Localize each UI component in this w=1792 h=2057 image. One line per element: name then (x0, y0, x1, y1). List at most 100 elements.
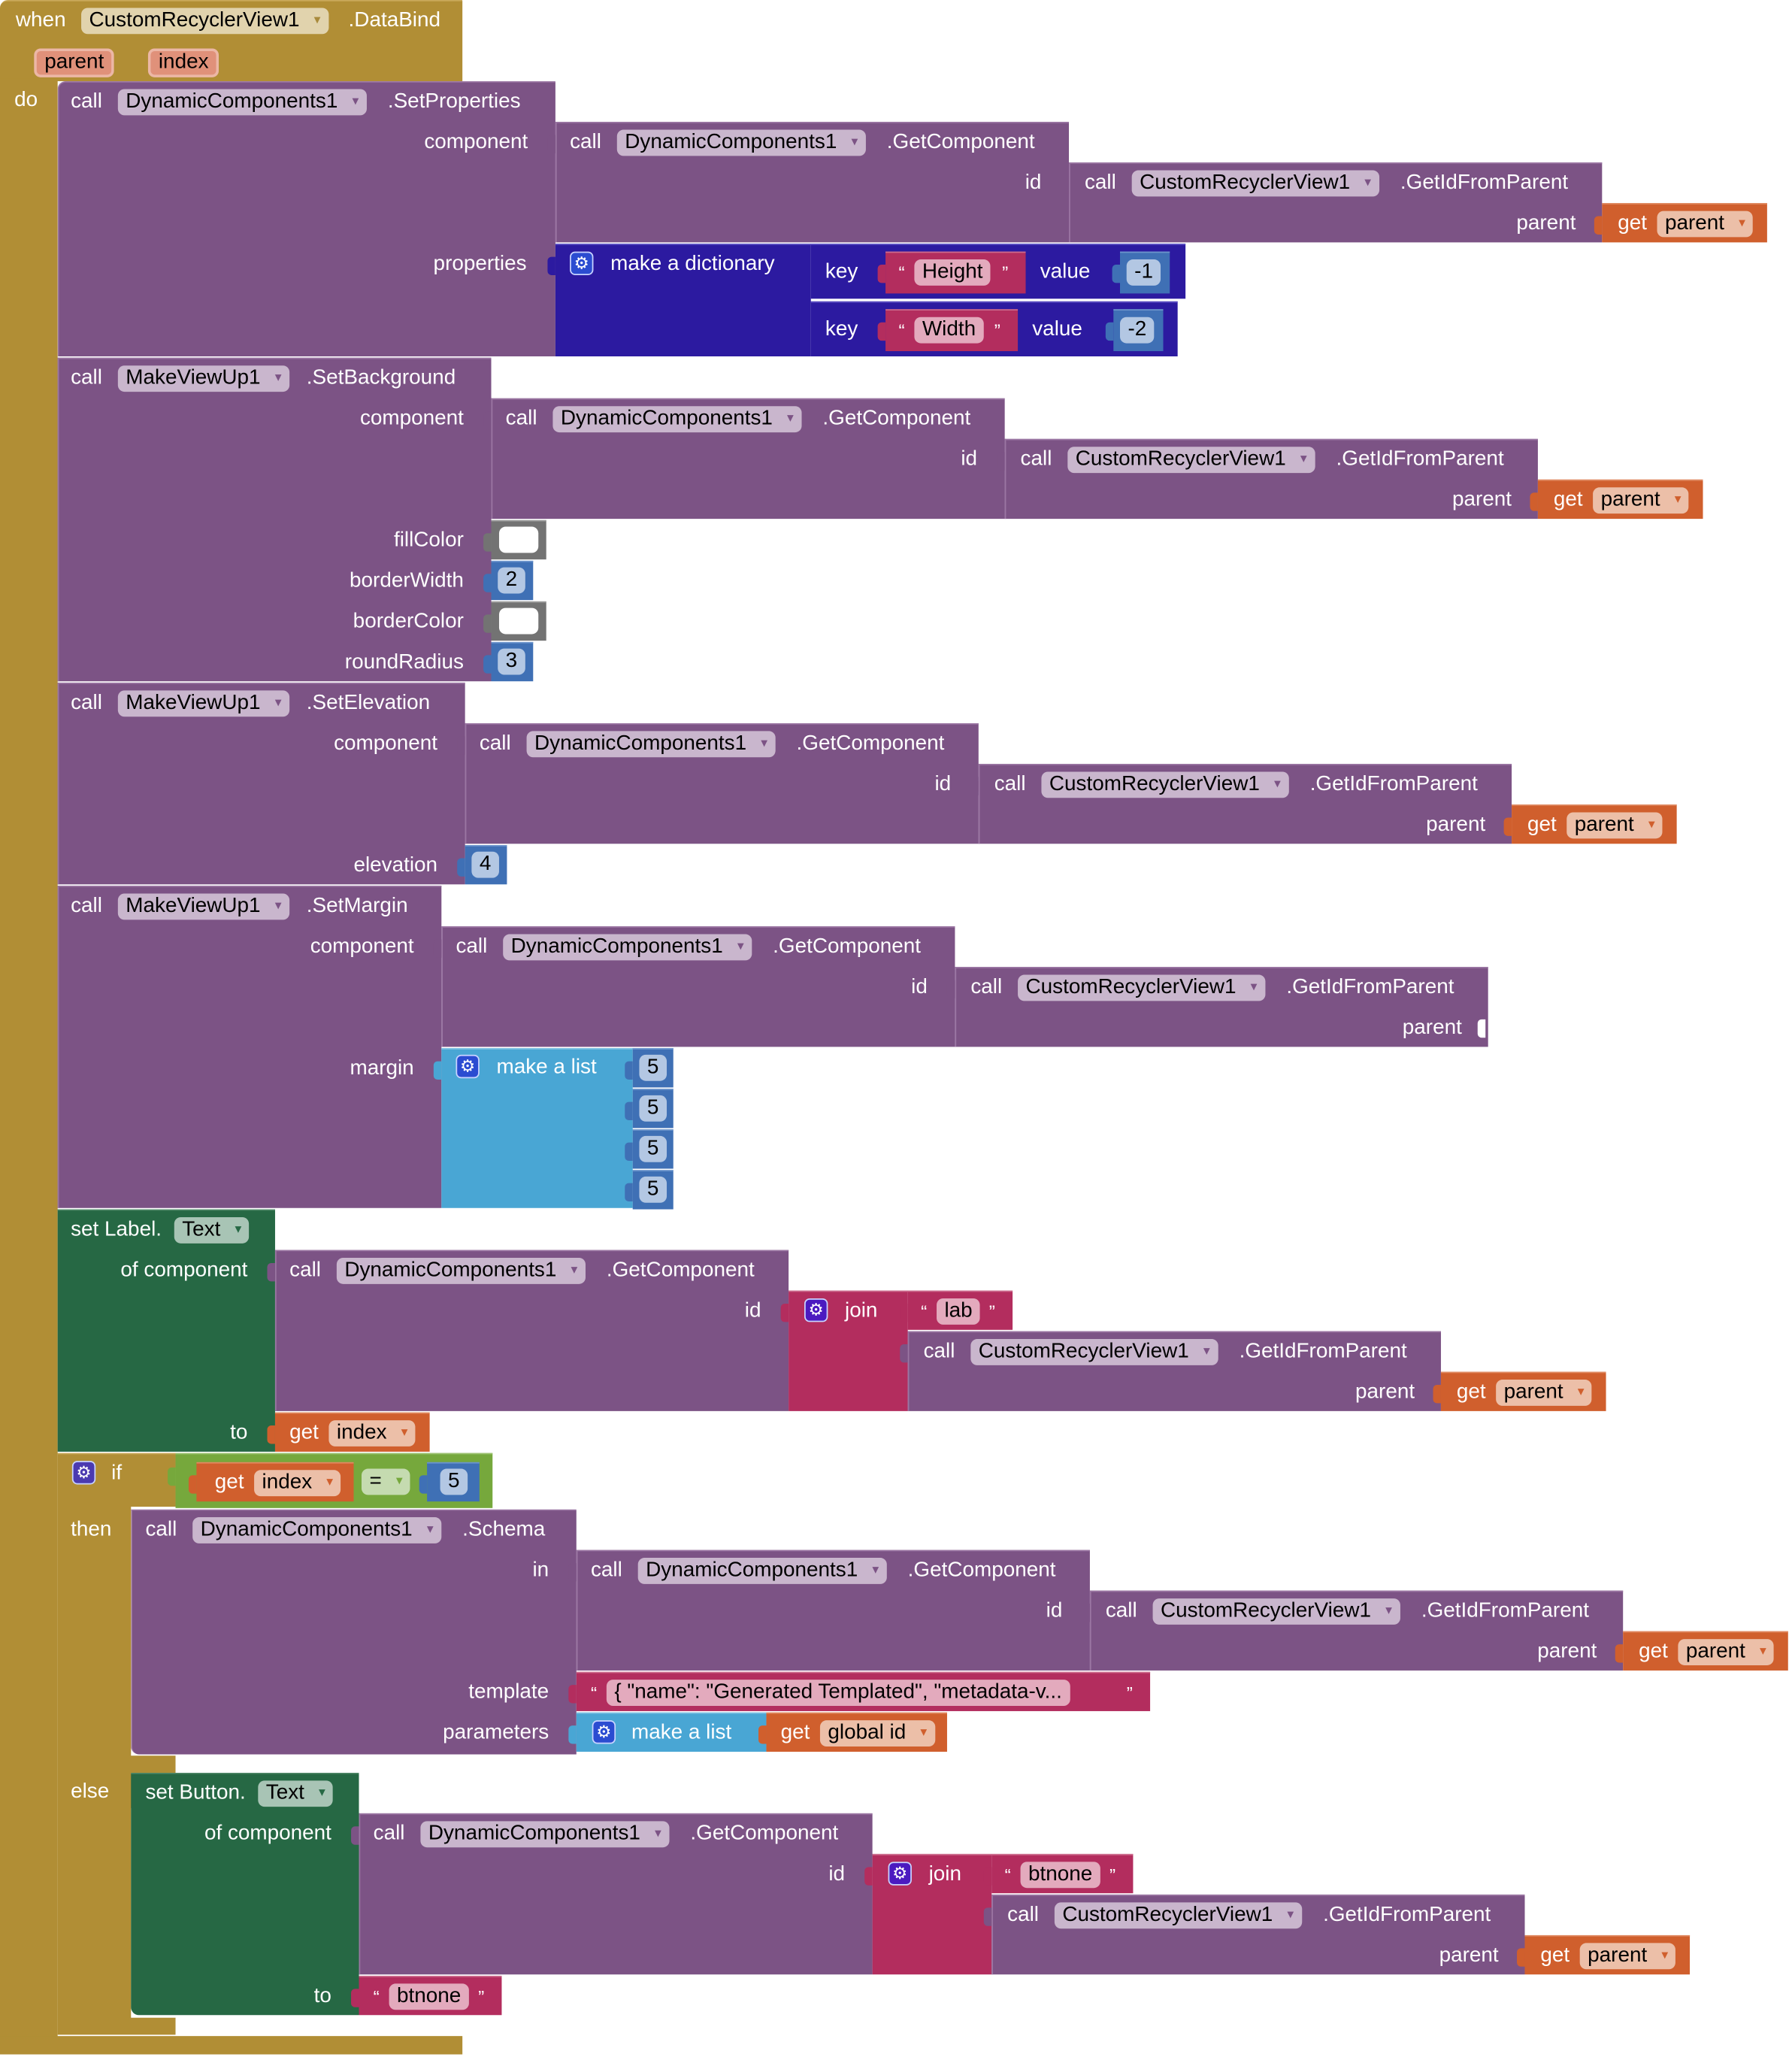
text-value[interactable]: Height (914, 259, 991, 286)
socket-connector-icon (1082, 1604, 1090, 1622)
variable-dropdown[interactable]: parent▾ (1566, 812, 1663, 839)
property-dropdown[interactable]: Text▾ (258, 1780, 334, 1807)
close-quote-icon: ” (478, 1986, 485, 2007)
component-dropdown[interactable]: MakeViewUp1▾ (117, 893, 289, 920)
set-properties-block[interactable] (57, 81, 555, 357)
variable-dropdown[interactable]: parent▾ (1678, 1639, 1775, 1665)
component-dropdown[interactable]: MakeViewUp1▾ (117, 690, 289, 717)
make-dictionary-block[interactable] (555, 244, 811, 357)
text-value[interactable]: Width (914, 317, 984, 344)
get-label: get (1618, 212, 1647, 235)
get-label: get (1456, 1380, 1486, 1404)
mutator-gear-icon[interactable]: ⚙ (570, 251, 594, 275)
margin-value[interactable]: 5 (639, 1095, 667, 1122)
component-dropdown[interactable]: CustomRecyclerView1▾ (970, 1339, 1218, 1365)
elevation-label: elevation (353, 854, 438, 877)
margin-value[interactable]: 5 (639, 1176, 667, 1203)
component-dropdown[interactable]: DynamicComponents1▾ (336, 1257, 586, 1284)
value-label: value (1032, 318, 1082, 341)
mutator-gear-icon[interactable]: ⚙ (592, 1720, 616, 1744)
set-margin-block[interactable] (57, 886, 442, 1208)
chevron-down-icon: ▾ (1300, 452, 1307, 467)
component-dropdown[interactable]: DynamicComponents1▾ (526, 731, 776, 758)
method-name: .Schema (462, 1518, 546, 1541)
variable-dropdown[interactable]: parent▾ (1496, 1380, 1593, 1406)
round-radius-value[interactable]: 3 (498, 648, 525, 675)
component-dropdown[interactable]: DynamicComponents1▾ (503, 934, 752, 961)
chevron-down-icon: ▾ (426, 1522, 434, 1537)
component-dropdown[interactable]: CustomRecyclerView1▾ (1054, 1902, 1302, 1929)
param-index[interactable]: index (147, 48, 219, 77)
component-dropdown[interactable]: DynamicComponents1▾ (552, 406, 802, 433)
number-value[interactable]: -2 (1119, 317, 1155, 344)
socket-connector-icon (568, 1685, 577, 1704)
component-dropdown[interactable]: DynamicComponents1▾ (637, 1558, 887, 1584)
variable-dropdown[interactable]: global id▾ (819, 1720, 935, 1747)
schema-block[interactable] (131, 1509, 577, 1755)
mutator-gear-icon[interactable]: ⚙ (804, 1298, 828, 1322)
method-name: .GetComponent (822, 407, 971, 430)
variable-dropdown[interactable]: parent▾ (1579, 1943, 1676, 1970)
text-value[interactable]: btnone (389, 1983, 469, 2010)
text-value[interactable]: btnone (1020, 1862, 1100, 1889)
border-width-value[interactable]: 2 (498, 567, 525, 594)
event-component-dropdown[interactable]: CustomRecyclerView1 ▾ (81, 8, 328, 35)
operator-dropdown[interactable]: =▾ (361, 1468, 411, 1495)
component-dropdown[interactable]: CustomRecyclerView1▾ (1018, 974, 1265, 1001)
margin-value[interactable]: 5 (639, 1135, 667, 1162)
empty-socket[interactable] (1477, 1019, 1486, 1038)
component-dropdown[interactable]: DynamicComponents1▾ (192, 1517, 442, 1544)
socket-connector-icon (877, 265, 886, 283)
variable-dropdown[interactable]: index▾ (328, 1420, 416, 1447)
elevation-value[interactable]: 4 (471, 851, 499, 878)
id-socket-label: id (961, 447, 978, 471)
variable-dropdown[interactable]: parent▾ (1593, 487, 1689, 514)
socket-connector-icon (970, 777, 979, 795)
method-name: .SetProperties (387, 90, 521, 113)
component-dropdown[interactable]: MakeViewUp1▾ (117, 365, 289, 392)
set-button-text-block[interactable] (131, 1772, 359, 2016)
text-block[interactable] (885, 251, 1026, 294)
mutator-gear-icon[interactable]: ⚙ (888, 1862, 912, 1886)
number-value[interactable]: -1 (1126, 259, 1161, 286)
variable-dropdown[interactable]: parent▾ (1657, 211, 1754, 238)
property-dropdown[interactable]: Text▾ (174, 1216, 250, 1244)
component-socket-label: component (334, 732, 438, 755)
component-name: DynamicComponents1 (534, 732, 747, 755)
setter-label: set Label. (71, 1218, 162, 1241)
set-label-text-block[interactable] (57, 1209, 275, 1452)
text-value[interactable]: lab (937, 1298, 981, 1325)
param-parent[interactable]: parent (34, 48, 115, 77)
compare-value[interactable]: 5 (440, 1468, 468, 1495)
event-component-name: CustomRecyclerView1 (89, 9, 300, 32)
chevron-down-icon: ▾ (1661, 1948, 1669, 1963)
component-dropdown[interactable]: DynamicComponents1▾ (420, 1821, 670, 1848)
variable-dropdown[interactable]: index▾ (254, 1470, 341, 1497)
component-dropdown[interactable]: CustomRecyclerView1▾ (1152, 1598, 1400, 1625)
set-background-block[interactable] (57, 357, 492, 682)
chevron-down-icon: ▾ (655, 1826, 661, 1841)
component-dropdown[interactable]: DynamicComponents1▾ (117, 89, 367, 116)
chevron-down-icon: ▾ (274, 898, 282, 913)
margin-value[interactable]: 5 (639, 1054, 667, 1081)
method-name: .GetIdFromParent (1309, 773, 1478, 795)
chevron-down-icon: ▾ (851, 135, 858, 150)
component-name: DynamicComponents1 (510, 935, 723, 958)
socket-connector-icon (419, 1475, 428, 1494)
template-label: template (468, 1680, 549, 1704)
id-socket-label: id (828, 1863, 846, 1886)
component-dropdown[interactable]: CustomRecyclerView1▾ (1131, 170, 1379, 197)
component-dropdown[interactable]: CustomRecyclerView1▾ (1067, 447, 1315, 474)
component-dropdown[interactable]: DynamicComponents1▾ (616, 129, 866, 156)
color-swatch-border[interactable] (498, 607, 539, 635)
mutator-gear-icon[interactable]: ⚙ (71, 1461, 96, 1485)
socket-connector-icon (758, 1725, 767, 1744)
mutator-gear-icon[interactable]: ⚙ (456, 1054, 480, 1079)
component-dropdown[interactable]: CustomRecyclerView1▾ (1041, 771, 1289, 798)
chevron-down-icon: ▾ (1273, 777, 1281, 792)
socket-connector-icon (547, 256, 555, 275)
color-swatch-fill[interactable] (498, 526, 539, 553)
template-value[interactable]: { "name": "Generated Templated", "metada… (606, 1680, 1070, 1706)
socket-connector-icon (568, 1563, 577, 1582)
